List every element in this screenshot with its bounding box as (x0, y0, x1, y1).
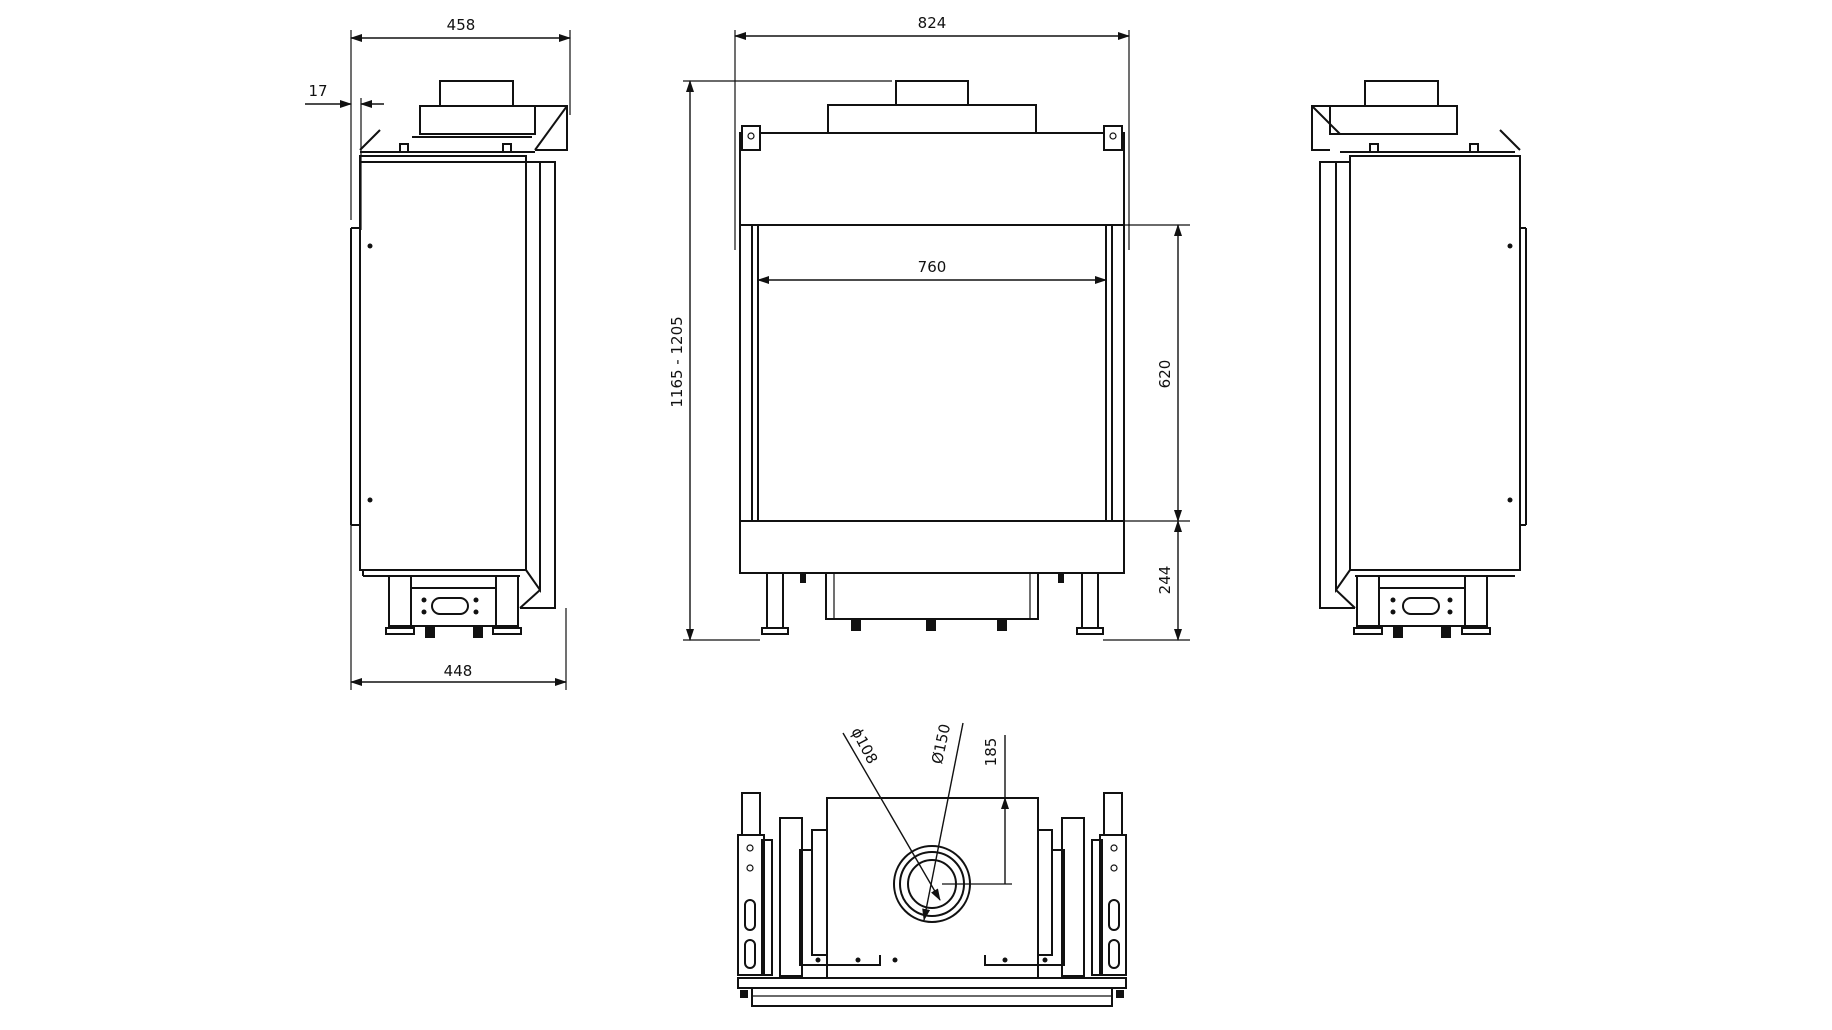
dim-label-620: 620 (1156, 360, 1174, 389)
dim-label-448: 448 (444, 662, 473, 680)
dimension-760: 760 (757, 258, 1107, 284)
top-view: ϕ108 Ø150 185 (737, 722, 1127, 1007)
dim-label-phi150: Ø150 (928, 722, 954, 765)
dimension-185: 185 (942, 735, 1012, 885)
right-side-view (1311, 80, 1527, 638)
dim-label-phi108: ϕ108 (847, 724, 881, 766)
dimension-448: 448 (350, 525, 567, 690)
dimension-phi150: Ø150 (922, 722, 964, 921)
dimension-824: 824 (734, 14, 1130, 250)
front-view: 824 1165 - 1205 760 (668, 14, 1190, 641)
dim-label-overall-height: 1165 - 1205 (668, 316, 686, 407)
dimension-458: 458 (350, 16, 571, 220)
left-side-view: 458 17 (305, 16, 571, 690)
dim-label-760: 760 (918, 258, 947, 276)
dim-label-244: 244 (1156, 566, 1174, 595)
dim-label-824: 824 (918, 14, 947, 32)
dimension-244: 244 (1103, 520, 1190, 641)
dim-label-185: 185 (982, 738, 1000, 767)
dim-label-17: 17 (308, 82, 327, 100)
dim-label-458: 458 (447, 16, 476, 34)
dimension-phi108: ϕ108 (842, 724, 941, 901)
dimension-overall-height: 1165 - 1205 (668, 80, 892, 641)
